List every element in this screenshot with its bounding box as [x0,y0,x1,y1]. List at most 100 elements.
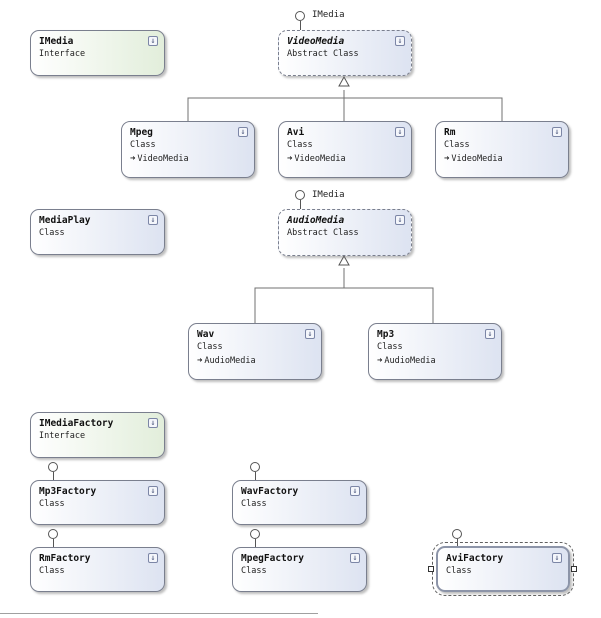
rm-class-shape[interactable]: Rm Class ➜VideoMedia ⇓ [435,121,569,178]
double-chevron-down-icon[interactable]: ⇓ [395,215,405,225]
shape-name: IMediaFactory [39,418,114,429]
shape-name: RmFactory [39,553,91,564]
interface-lollipop-icon [250,462,260,472]
mpegfactory-class-shape[interactable]: MpegFactory Class ⇓ [232,547,367,592]
canvas-edge-line [0,613,318,614]
double-chevron-down-icon[interactable]: ⇓ [148,215,158,225]
audiomedia-class-shape[interactable]: AudioMedia Abstract Class ⇓ [278,209,412,256]
interface-lollipop-icon [452,529,462,539]
mp3factory-class-shape[interactable]: Mp3Factory Class ⇓ [30,480,165,525]
base-class-name: AudioMedia [384,356,436,366]
videomedia-class-shape[interactable]: VideoMedia Abstract Class ⇓ [278,30,412,76]
shape-kind: Abstract Class [287,49,359,59]
shape-name: WavFactory [241,486,299,497]
shape-name: MpegFactory [241,553,304,564]
lollipop-stem-videomedia [300,21,301,31]
double-chevron-down-icon[interactable]: ⇓ [395,36,405,46]
shape-name: Mp3Factory [39,486,97,497]
shape-kind: Class [446,566,472,576]
shape-kind: Class [377,342,403,352]
resize-handle-left[interactable] [428,566,434,572]
interface-lollipop-icon [295,11,305,21]
shape-name: AudioMedia [287,215,345,226]
shape-kind: Class [241,499,267,509]
inheritance-line-mp3 [344,287,434,324]
shape-name: VideoMedia [287,36,345,47]
shape-kind: Interface [39,49,86,59]
base-class-row: ➜VideoMedia [130,153,246,165]
double-chevron-down-icon[interactable]: ⇓ [395,127,405,137]
shape-kind: Class [444,140,470,150]
shape-kind: Class [241,566,267,576]
double-chevron-down-icon[interactable]: ⇓ [552,553,562,563]
double-chevron-down-icon[interactable]: ⇓ [552,127,562,137]
lollipop-label-audiomedia: IMedia [312,190,345,200]
shape-name: MediaPlay [39,215,91,226]
avifactory-class-shape[interactable]: AviFactory Class ⇓ [432,542,574,596]
mp3-class-shape[interactable]: Mp3 Class ➜AudioMedia ⇓ [368,323,502,380]
shape-name: Rm [444,127,456,138]
base-class-row: ➜AudioMedia [197,355,313,367]
lollipop-label-videomedia: IMedia [312,10,345,20]
base-class-name: VideoMedia [137,154,189,164]
shape-kind: Class [130,140,156,150]
generalization-arrow-videomedia [338,75,350,87]
double-chevron-down-icon[interactable]: ⇓ [305,329,315,339]
avi-class-shape[interactable]: Avi Class ➜VideoMedia ⇓ [278,121,412,178]
double-chevron-down-icon[interactable]: ⇓ [350,553,360,563]
inheritance-arrow-icon: ➜ [287,154,293,164]
double-chevron-down-icon[interactable]: ⇓ [350,486,360,496]
rmfactory-class-shape[interactable]: RmFactory Class ⇓ [30,547,165,592]
lollipop-stem-mp3factory [53,472,54,480]
shape-name: Wav [197,329,215,340]
imedia-interface-shape[interactable]: IMedia Interface ⇓ [30,30,165,76]
double-chevron-down-icon[interactable]: ⇓ [148,36,158,46]
shape-kind: Class [39,228,65,238]
base-class-name: VideoMedia [294,154,346,164]
shape-name: Mpeg [130,127,153,138]
imediafactory-interface-shape[interactable]: IMediaFactory Interface ⇓ [30,412,165,458]
shape-kind: Class [197,342,223,352]
double-chevron-down-icon[interactable]: ⇓ [148,486,158,496]
interface-lollipop-icon [295,190,305,200]
wavfactory-class-shape[interactable]: WavFactory Class ⇓ [232,480,367,525]
base-class-name: VideoMedia [451,154,503,164]
mpeg-class-shape[interactable]: Mpeg Class ➜VideoMedia ⇓ [121,121,255,178]
shape-name: IMedia [39,36,74,47]
shape-name: AviFactory [446,553,504,564]
mediaplay-class-shape[interactable]: MediaPlay Class ⇓ [30,209,165,255]
shape-kind: Interface [39,431,86,441]
lollipop-stem-mpegfactory [255,539,256,547]
shape-kind: Abstract Class [287,228,359,238]
base-class-row: ➜AudioMedia [377,355,493,367]
lollipop-stem-rmfactory [53,539,54,547]
wav-class-shape[interactable]: Wav Class ➜AudioMedia ⇓ [188,323,322,380]
lollipop-stem-wavfactory [255,472,256,480]
inheritance-line-audiomedia [254,268,345,324]
double-chevron-down-icon[interactable]: ⇓ [148,553,158,563]
double-chevron-down-icon[interactable]: ⇓ [148,418,158,428]
inheritance-arrow-icon: ➜ [377,356,383,366]
inheritance-arrow-icon: ➜ [197,356,203,366]
resize-handle-right[interactable] [571,566,577,572]
base-class-name: AudioMedia [204,356,256,366]
shape-kind: Class [39,566,65,576]
inheritance-arrow-icon: ➜ [444,154,450,164]
interface-lollipop-icon [250,529,260,539]
shape-name: Mp3 [377,329,395,340]
generalization-arrow-audiomedia [338,254,350,266]
shape-kind: Class [287,140,313,150]
lollipop-stem-avifactory [457,539,458,546]
interface-lollipop-icon [48,462,58,472]
shape-kind: Class [39,499,65,509]
inheritance-line-rm [344,97,503,122]
inheritance-line-videomedia [187,90,345,122]
double-chevron-down-icon[interactable]: ⇓ [238,127,248,137]
interface-lollipop-icon [48,529,58,539]
double-chevron-down-icon[interactable]: ⇓ [485,329,495,339]
base-class-row: ➜VideoMedia [444,153,560,165]
base-class-row: ➜VideoMedia [287,153,403,165]
inheritance-arrow-icon: ➜ [130,154,136,164]
